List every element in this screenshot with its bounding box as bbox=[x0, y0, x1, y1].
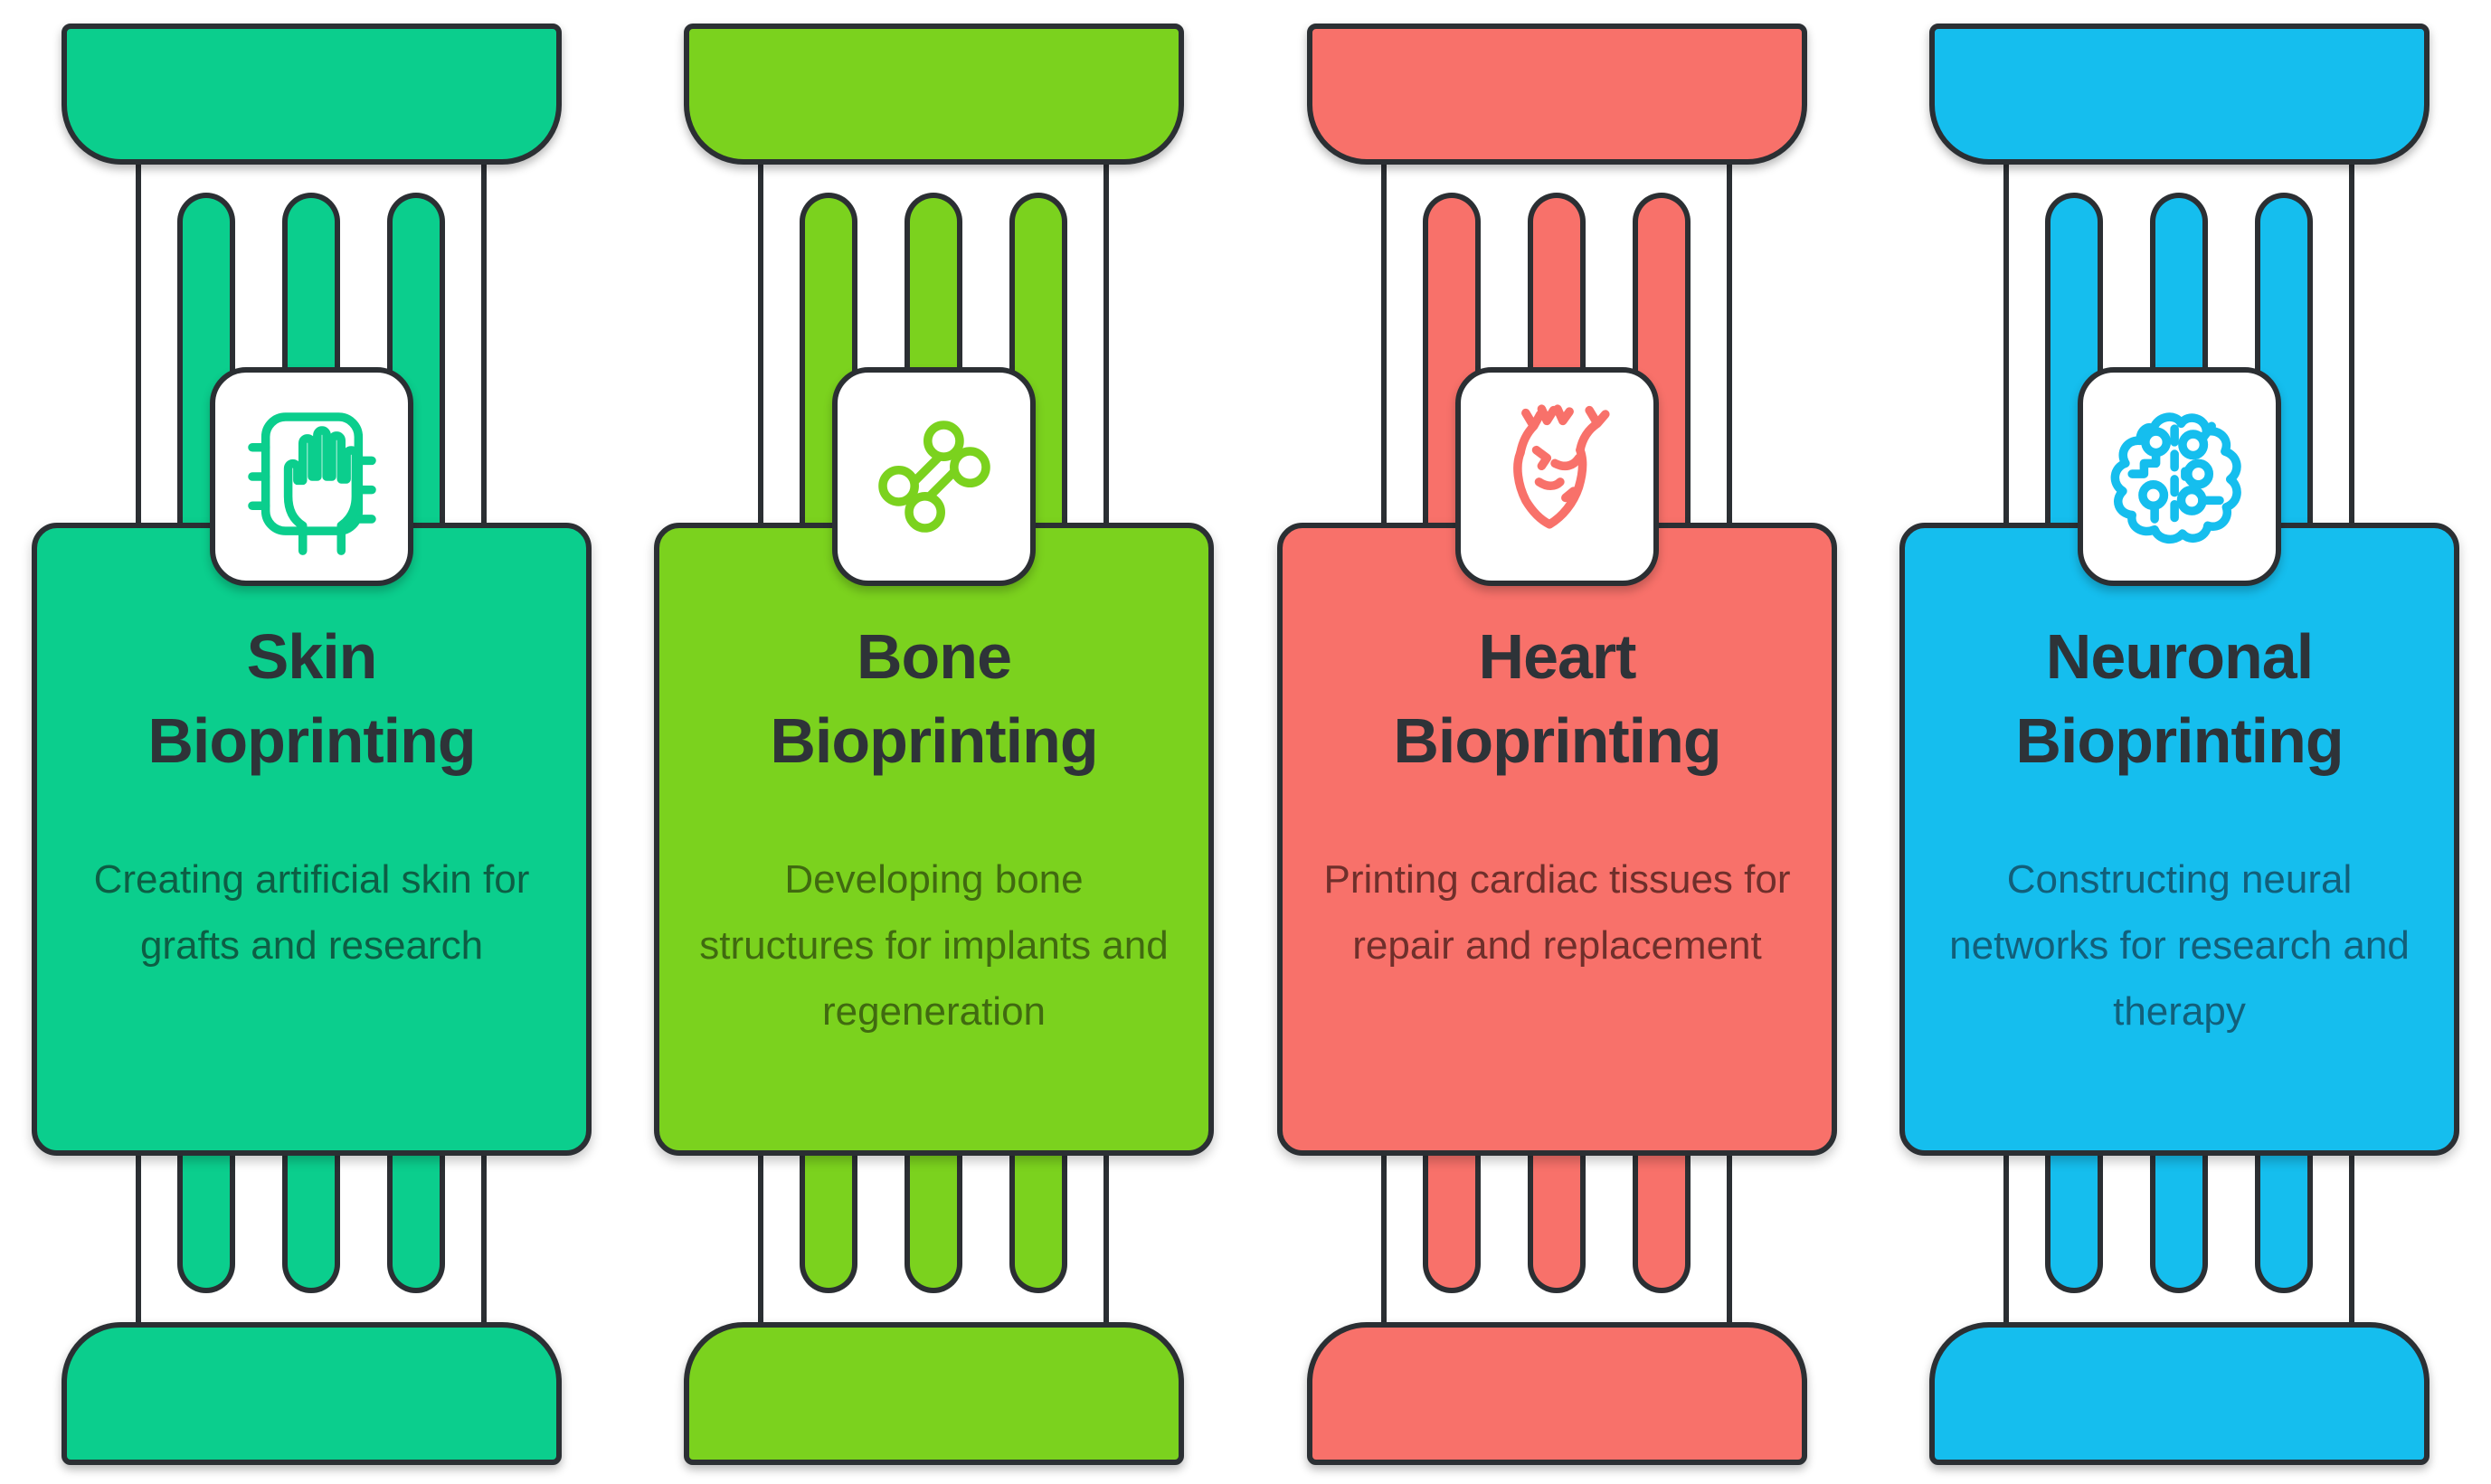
title-line: Bioprinting bbox=[770, 705, 1098, 777]
bottom-cap bbox=[1307, 1322, 1807, 1465]
icon-box bbox=[210, 367, 413, 586]
nozzle-tube bbox=[177, 193, 235, 536]
nozzle-tube bbox=[177, 1144, 235, 1293]
info-card: Heart Bioprinting Printing cardiac tissu… bbox=[1277, 523, 1837, 1156]
hand-chip-icon bbox=[247, 412, 376, 555]
top-cap bbox=[1929, 24, 2429, 165]
title-line: Heart bbox=[1478, 621, 1637, 692]
nozzle-tubes-bottom bbox=[758, 1144, 1109, 1293]
column-skin-bioprinting: Skin Bioprinting Creating artificial ski… bbox=[0, 0, 623, 1484]
bottom-cap bbox=[62, 1322, 562, 1465]
column-heart-bioprinting: Heart Bioprinting Printing cardiac tissu… bbox=[1246, 0, 1869, 1484]
nozzle-tube bbox=[1423, 1144, 1481, 1293]
title-line: Bioprinting bbox=[147, 705, 476, 777]
nozzle-tube bbox=[2255, 1144, 2313, 1293]
title-line: Bioprinting bbox=[1393, 705, 1721, 777]
title-line: Skin bbox=[246, 621, 378, 692]
icon-box bbox=[2078, 367, 2281, 586]
nozzle-tubes-bottom bbox=[1381, 1144, 1732, 1293]
bottom-cap bbox=[1929, 1322, 2429, 1465]
nozzle-tube bbox=[1633, 1144, 1691, 1293]
nozzle-tube bbox=[905, 1144, 962, 1293]
nozzle-tube bbox=[387, 1144, 445, 1293]
title-line: Bone bbox=[857, 621, 1012, 692]
nozzle-tube bbox=[1009, 1144, 1067, 1293]
heart-icon bbox=[1512, 404, 1610, 529]
column-neuronal-bioprinting: Neuronal Bioprinting Constructing neural… bbox=[1868, 0, 2491, 1484]
nozzle-tubes-bottom bbox=[136, 1144, 487, 1293]
nozzle-tubes-bottom bbox=[2003, 1144, 2354, 1293]
bottom-cap bbox=[684, 1322, 1184, 1465]
info-card: Neuronal Bioprinting Constructing neural… bbox=[1899, 523, 2459, 1156]
column-bone-bioprinting: Bone Bioprinting Developing bone structu… bbox=[622, 0, 1246, 1484]
title-line: Neuronal bbox=[2045, 621, 2314, 692]
top-cap bbox=[62, 24, 562, 165]
nozzle-tube bbox=[1423, 193, 1481, 536]
top-cap bbox=[684, 24, 1184, 165]
icon-box bbox=[832, 367, 1036, 586]
brain-circuit-icon bbox=[2110, 412, 2241, 544]
card-description: Constructing neural networks for researc… bbox=[1949, 857, 2410, 1035]
nozzle-tube bbox=[2150, 1144, 2208, 1293]
card-description: Creating artificial skin for grafts and … bbox=[93, 857, 530, 969]
title-line: Bioprinting bbox=[2015, 705, 2344, 777]
card-description: Printing cardiac tissues for repair and … bbox=[1323, 857, 1791, 969]
card-title: Heart Bioprinting bbox=[1310, 615, 1804, 783]
bone-icon bbox=[877, 421, 990, 533]
card-title: Skin Bioprinting bbox=[64, 615, 559, 783]
top-cap bbox=[1307, 24, 1807, 165]
icon-box bbox=[1455, 367, 1659, 586]
nozzle-tube bbox=[1528, 1144, 1586, 1293]
nozzle-tube bbox=[282, 1144, 340, 1293]
info-card: Skin Bioprinting Creating artificial ski… bbox=[32, 523, 592, 1156]
nozzle-tube bbox=[2045, 1144, 2103, 1293]
nozzle-tube bbox=[2255, 193, 2313, 536]
card-title: Bone Bioprinting bbox=[687, 615, 1181, 783]
card-title: Neuronal Bioprinting bbox=[1932, 615, 2427, 783]
info-card: Bone Bioprinting Developing bone structu… bbox=[654, 523, 1214, 1156]
card-description: Developing bone structures for implants … bbox=[699, 857, 1169, 1035]
nozzle-tube bbox=[800, 1144, 857, 1293]
